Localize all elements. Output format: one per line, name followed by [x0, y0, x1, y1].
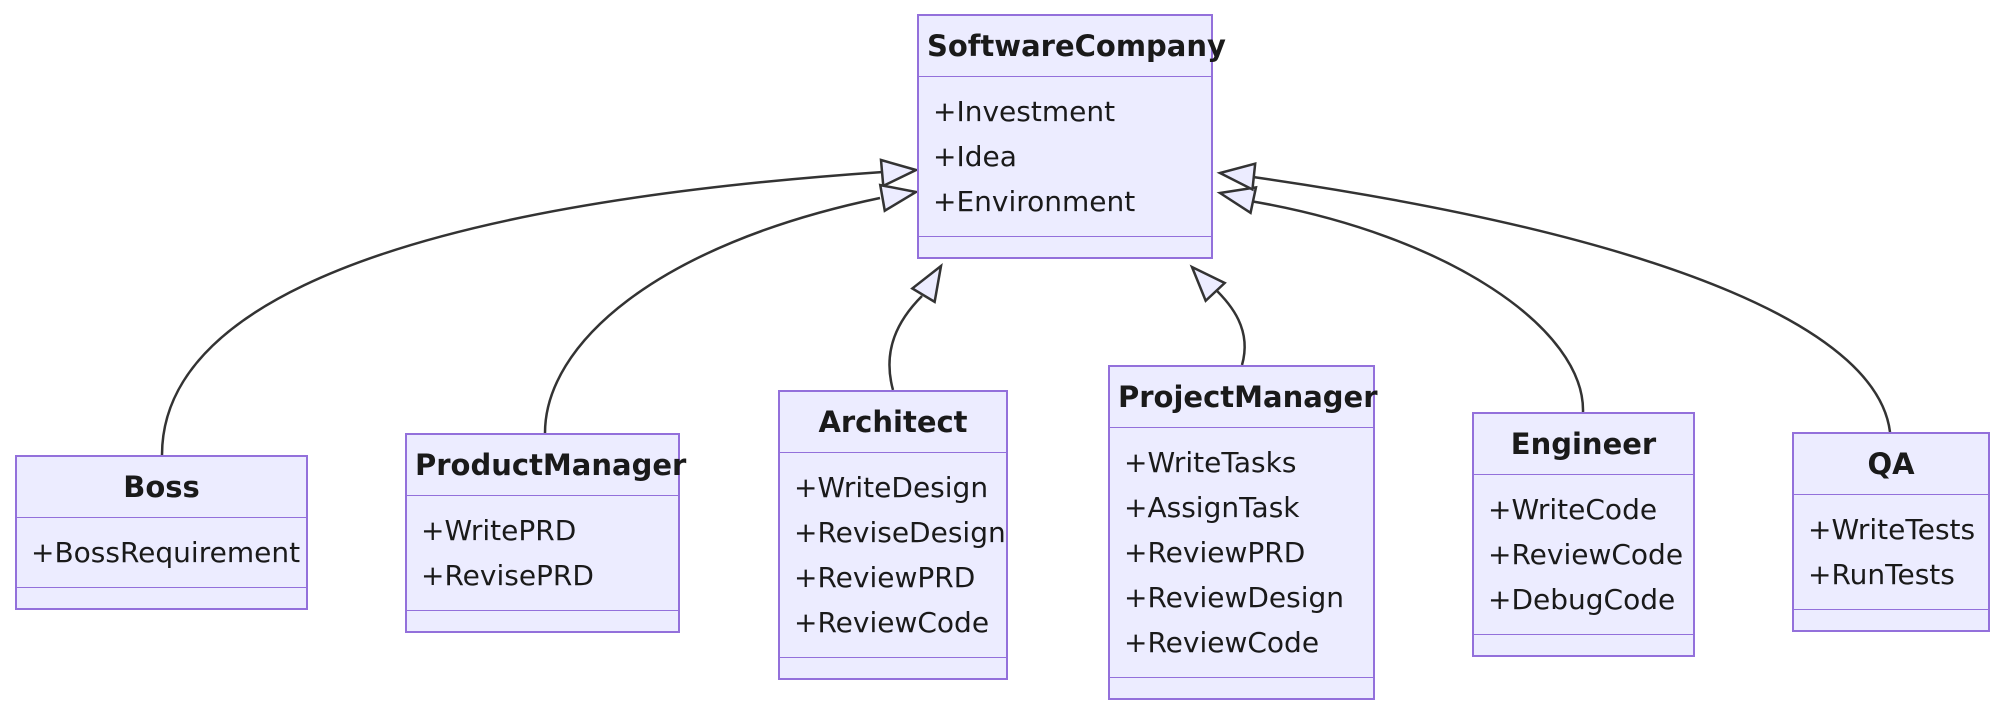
class-methods-empty	[1794, 610, 1988, 630]
class-member: +ReviewDesign	[1124, 581, 1345, 614]
inheritance-arrowhead-productmanager	[878, 183, 920, 213]
class-member: +RunTests	[1808, 558, 1955, 591]
class-methods-empty	[1474, 635, 1693, 655]
class-member: +RevisePRD	[421, 559, 594, 592]
class-member: +AssignTask	[1124, 491, 1300, 524]
class-members: +WriteCode +ReviewCode +DebugCode	[1474, 475, 1693, 635]
class-title: Architect	[780, 392, 1006, 453]
class-title: Boss	[17, 457, 306, 518]
class-member: +Investment	[933, 95, 1116, 128]
class-box-qa: QA +WriteTests +RunTests	[1792, 432, 1990, 632]
class-methods-empty	[407, 611, 678, 631]
class-member: +ReviewCode	[794, 606, 990, 639]
class-box-engineer: Engineer +WriteCode +ReviewCode +DebugCo…	[1472, 412, 1695, 657]
class-member: +DebugCode	[1488, 583, 1676, 616]
class-box-projectmanager: ProjectManager +WriteTasks +AssignTask +…	[1108, 365, 1378, 700]
class-box-softwarecompany: SoftwareCompany +Investment +Idea +Envir…	[917, 14, 1226, 259]
inheritance-edge-engineer	[1249, 199, 1585, 413]
class-methods-empty	[1110, 678, 1373, 698]
class-member: +BossRequirement	[31, 536, 301, 569]
class-title: QA	[1794, 434, 1988, 495]
class-methods-empty	[780, 658, 1006, 678]
class-member: +WritePRD	[421, 514, 577, 547]
class-members: +WriteDesign +ReviseDesign +ReviewPRD +R…	[780, 453, 1006, 658]
inheritance-edge-projectmanager	[1212, 286, 1246, 366]
class-member: +WriteTests	[1808, 513, 1976, 546]
class-title: ProductManager	[407, 435, 686, 496]
class-title: Engineer	[1474, 414, 1693, 475]
inheritance-arrowhead-engineer	[1216, 185, 1258, 215]
class-member: +ReviewCode	[1124, 626, 1320, 659]
class-members: +WriteTests +RunTests	[1794, 495, 1988, 610]
inheritance-arrowhead-architect	[910, 262, 943, 304]
class-member: +WriteTasks	[1124, 446, 1297, 479]
class-box-boss: Boss +BossRequirement	[15, 455, 308, 610]
inheritance-edge-architect	[888, 295, 923, 391]
inheritance-edge-boss	[160, 170, 884, 456]
class-member: +WriteDesign	[794, 471, 989, 504]
class-members: +WritePRD +RevisePRD	[407, 496, 678, 611]
inheritance-edge-productmanager	[543, 196, 881, 434]
class-members: +Investment +Idea +Environment	[919, 77, 1211, 237]
class-member: +Idea	[933, 140, 1017, 173]
class-member: +ReviewCode	[1488, 538, 1684, 571]
class-member: +ReviseDesign	[794, 516, 1006, 549]
class-methods-empty	[17, 588, 306, 608]
class-member: +ReviewPRD	[1124, 536, 1306, 569]
class-member: +ReviewPRD	[794, 561, 976, 594]
inheritance-arrowhead-boss	[879, 158, 920, 188]
class-title: ProjectManager	[1110, 367, 1378, 428]
class-member: +Environment	[933, 185, 1136, 218]
class-members: +WriteTasks +AssignTask +ReviewPRD +Revi…	[1110, 428, 1373, 678]
inheritance-arrowhead-qa	[1216, 161, 1257, 192]
inheritance-edge-qa	[1252, 175, 1892, 433]
inheritance-arrowhead-projectmanager	[1189, 264, 1227, 303]
class-title: SoftwareCompany	[919, 16, 1226, 77]
class-methods-empty	[919, 237, 1211, 257]
class-box-productmanager: ProductManager +WritePRD +RevisePRD	[405, 433, 686, 633]
class-member: +WriteCode	[1488, 493, 1658, 526]
class-members: +BossRequirement	[17, 518, 306, 588]
class-box-architect: Architect +WriteDesign +ReviseDesign +Re…	[778, 390, 1008, 680]
